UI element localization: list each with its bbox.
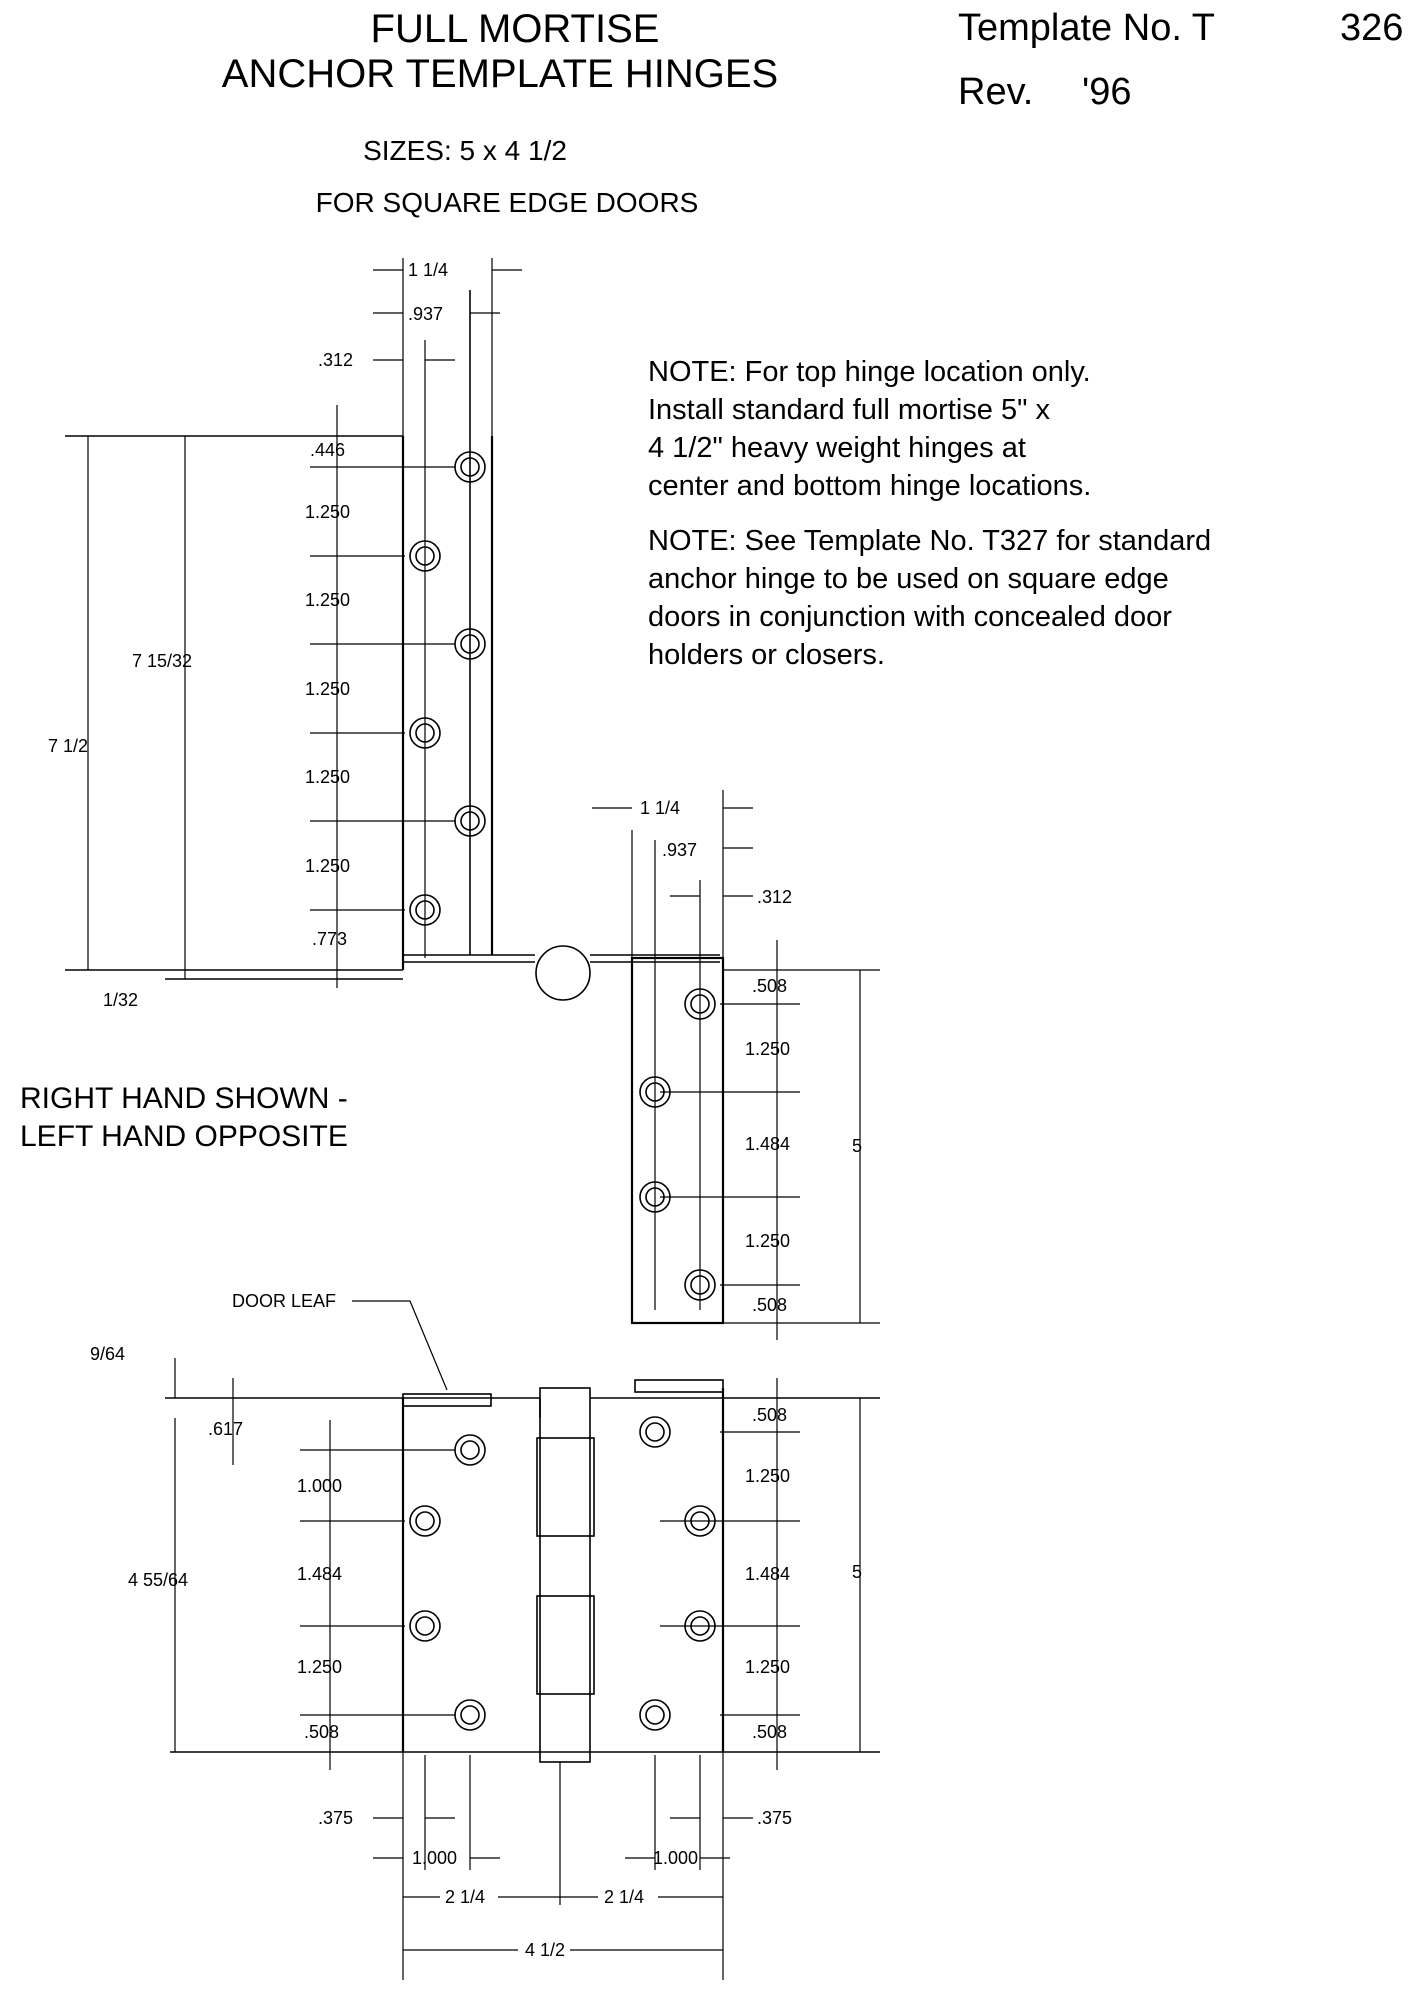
title-line-2: ANCHOR TEMPLATE HINGES	[222, 52, 778, 96]
dim-half-left: 2 1/4	[445, 1887, 485, 1907]
dim-left-g2: 1.484	[297, 1564, 342, 1584]
dim-left-bottom: .508	[304, 1722, 339, 1742]
dim-left-overall: 4 55/64	[128, 1570, 188, 1590]
dim-right-g1: 1.250	[745, 1466, 790, 1486]
dim-top-937: .937	[408, 304, 443, 324]
dim-offset-top: 9/64	[90, 1344, 125, 1364]
dim-frame-bottom: .508	[752, 1295, 787, 1315]
dim-left-g3: 1.250	[297, 1657, 342, 1677]
template-number: 326	[1340, 7, 1403, 49]
dim-frame-overall: 5	[852, 1136, 862, 1156]
dim-gap: 1.250	[305, 679, 350, 699]
dim-gap: 1.250	[305, 502, 350, 522]
dim-inner-left: 1.000	[412, 1848, 457, 1868]
dim-right-g3: 1.250	[745, 1657, 790, 1677]
template-number-label: Template No. T	[958, 7, 1215, 49]
dim-gap: 1.250	[305, 590, 350, 610]
dim-last: .773	[312, 929, 347, 949]
dim-frame-312: .312	[757, 887, 792, 907]
note-line: doors in conjunction with concealed door	[648, 601, 1172, 633]
door-edge-label: FOR SQUARE EDGE DOORS	[316, 187, 699, 218]
hinge-knuckle	[403, 945, 720, 1001]
note-line: NOTE: For top hinge location only.	[648, 356, 1091, 388]
dim-overall-7-15-32: 7 15/32	[132, 651, 192, 671]
hand-note-line-1: RIGHT HAND SHOWN -	[20, 1082, 348, 1115]
dim-overall-7-1-2: 7 1/2	[48, 736, 88, 756]
note-line: holders or closers.	[648, 639, 885, 671]
dim-top-312: .312	[318, 350, 353, 370]
dim-overall-width: 4 1/2	[525, 1940, 565, 1960]
dim-half-right: 2 1/4	[604, 1887, 644, 1907]
dim-right-overall: 5	[852, 1562, 862, 1582]
sizes-label: SIZES: 5 x 4 1/2	[363, 135, 567, 166]
note-line: Install standard full mortise 5" x	[648, 394, 1050, 426]
dim-inner-right: 1.000	[653, 1848, 698, 1868]
frame-leaf-view: 1 1/4 .937 .312 5 .508 1.250 1.484 1.250…	[592, 790, 880, 1340]
note-line: 4 1/2" heavy weight hinges at	[648, 432, 1026, 464]
dim-right-top: .508	[752, 1405, 787, 1425]
note-line: anchor hinge to be used on square edge	[648, 563, 1169, 595]
title-line-1: FULL MORTISE	[371, 7, 660, 51]
dim-right-g2: 1.484	[745, 1564, 790, 1584]
door-leaf-label: DOOR LEAF	[232, 1291, 336, 1311]
dim-gap: 1.250	[305, 856, 350, 876]
notes-block: NOTE: For top hinge location only. Insta…	[648, 356, 1211, 671]
dim-edge-left: .375	[318, 1808, 353, 1828]
dim-frame-top: .508	[752, 976, 787, 996]
dim-left-top: .617	[208, 1419, 243, 1439]
standard-hinge-view: DOOR LEAF 4 55/64 9/64 .617 1.000 1.484 …	[90, 1291, 880, 1980]
dim-top-width: 1 1/4	[408, 260, 448, 280]
dim-gap: 1.250	[305, 767, 350, 787]
dim-frame-g1: 1.250	[745, 1039, 790, 1059]
revision-value: '96	[1082, 71, 1132, 113]
dim-frame-g2: 1.484	[745, 1134, 790, 1154]
revision-label: Rev.	[958, 71, 1033, 113]
dim-right-bottom: .508	[752, 1722, 787, 1742]
dim-first: .446	[310, 440, 345, 460]
hand-note-line-2: LEFT HAND OPPOSITE	[20, 1120, 348, 1153]
dim-frame-width: 1 1/4	[640, 798, 680, 818]
dim-left-g1: 1.000	[297, 1476, 342, 1496]
note-line: NOTE: See Template No. T327 for standard	[648, 525, 1211, 557]
dim-frame-g3: 1.250	[745, 1231, 790, 1251]
dim-edge-right: .375	[757, 1808, 792, 1828]
note-line: center and bottom hinge locations.	[648, 470, 1091, 502]
dim-frame-937: .937	[662, 840, 697, 860]
anchor-leaf-view: 1 1/4 .937 .312 7 1/2 7 15/32 1/32 .446 …	[48, 258, 522, 1010]
dim-bottom-1-32: 1/32	[103, 990, 138, 1010]
